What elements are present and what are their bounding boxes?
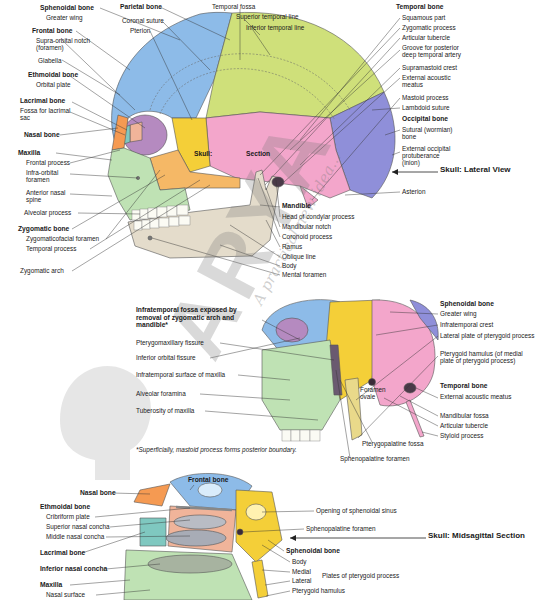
logo-mark	[60, 366, 151, 480]
part-label: Superior temporal line	[236, 13, 326, 20]
bone-label: Maxilla	[40, 581, 100, 589]
part-label: Groove for posterior deep temporal arter…	[402, 44, 472, 58]
bone-label: Maxilla	[18, 149, 78, 157]
part-label: Alveolar process	[24, 209, 84, 216]
part-label: Pterygoid hamulus	[292, 587, 372, 594]
bone-label: Parietal bone	[120, 3, 180, 11]
bone-label: Lacrimal bone	[20, 97, 80, 105]
temporal-lines	[150, 54, 350, 120]
bone-label: Frontal bone	[188, 476, 248, 484]
bone-label: Temporal bone	[440, 382, 530, 390]
part-label: Supramastoid crest	[402, 64, 482, 71]
part-label: Coronal suture	[122, 17, 182, 24]
part-label: Mastoid process	[402, 94, 482, 101]
part-label: Zygomatic arch	[20, 267, 90, 274]
part-label: Lambdoid suture	[402, 104, 482, 111]
bone-label: Temporal bone	[396, 3, 476, 11]
part-label: Foramen ovale	[360, 386, 396, 400]
leader-lines	[70, 485, 314, 596]
part-label: Superior nasal concha	[46, 523, 126, 530]
part-label: Sutural (wormian) bone	[402, 126, 464, 140]
part-label: Sphenopalatine foramen	[306, 525, 416, 532]
bone-label: Sphenoidal bone	[40, 4, 110, 12]
part-label: Greater wing	[440, 310, 535, 317]
infratemporal-skull	[262, 300, 438, 440]
view-heading: Skull: Midsagittal Section	[428, 532, 538, 541]
part-label: Mandibular notch	[282, 223, 372, 230]
part-label: Middle nasal concha	[46, 533, 126, 540]
part-label: External acoustic meatus	[440, 393, 520, 400]
part-label: Ramus	[282, 243, 342, 250]
teeth	[132, 205, 190, 230]
part-label: Lateral plate of pterygoid process	[440, 332, 535, 339]
part-label: Mental foramen	[282, 271, 352, 278]
part-label: External occipital protuberance (inion)	[402, 145, 458, 167]
part-label: Anterior nasal spine	[26, 189, 71, 203]
bone-label: Mandible	[282, 202, 342, 210]
part-label: Opening of sphenoidal sinus	[316, 507, 426, 514]
part-label: Sphenopalatine foramen	[340, 455, 440, 462]
footnote: *Superficially, mastoid process forms po…	[136, 446, 366, 453]
bone-label: Inferior nasal concha	[40, 565, 120, 573]
bone-label: Nasal bone	[80, 489, 140, 497]
part-label: Mandibular fossa	[440, 412, 530, 419]
bone-label: Frontal bone	[32, 27, 92, 35]
part-label: Pterygomaxillary fissure	[136, 339, 236, 346]
arrow-head	[290, 535, 296, 541]
teeth	[282, 430, 320, 441]
bone-label: Infratemporal fossa exposed by removal o…	[136, 306, 261, 329]
bone-label: Nasal bone	[24, 131, 84, 139]
part-label: Oblique line	[282, 253, 342, 260]
part-label: Coronoid process	[282, 233, 372, 240]
bone-label: Ethmoidal bone	[40, 503, 110, 511]
part-label: Asterion	[402, 188, 462, 195]
part-label: Zygomaticofacial foramen	[26, 235, 108, 242]
part-label: Inferior orbital fissure	[136, 354, 236, 361]
bone-label: Zygomatic bone	[18, 225, 88, 233]
part-label: Styloid process	[440, 432, 530, 439]
part-label: Articular tubercle	[402, 34, 482, 41]
bone-label: Lacrimal bone	[40, 549, 110, 557]
part-label: Orbital plate	[36, 81, 91, 88]
part-label: Body	[292, 558, 332, 565]
part-label: Greater wing	[46, 14, 106, 21]
part-label: Frontal process	[26, 159, 86, 166]
part-label: Temporal fossa	[212, 3, 272, 10]
part-label: Squamous part	[402, 14, 482, 21]
part-label: External acoustic meatus	[402, 74, 464, 88]
bone-label: Sphenoidal bone	[440, 300, 535, 308]
part-label: Plates of pterygoid process	[322, 572, 432, 579]
bone-label: Sphenoidal bone	[286, 547, 366, 555]
part-label: Pterygopalatine fossa	[362, 440, 462, 447]
part-label: Infratemporal surface of maxilla	[136, 371, 246, 378]
part-label: Glabella	[38, 57, 88, 64]
part-label: Head of condylar process	[282, 213, 382, 220]
part-label: Cribriform plate	[46, 513, 116, 520]
part-label: Pterion	[130, 27, 170, 34]
part-label: Alveolar foramina	[136, 390, 226, 397]
part-label: Fossa for lacrimal sac	[20, 107, 72, 121]
part-label: Pterygoid hamulus (of medial plate of pt…	[440, 350, 536, 364]
part-label: Body	[282, 262, 342, 269]
view-arrow	[290, 538, 426, 539]
part-label: Temporal process	[26, 245, 96, 252]
view-heading: Skull: Lateral View	[440, 166, 536, 175]
arrow-head	[392, 169, 398, 175]
bone-label: Section	[246, 150, 286, 158]
view-arrow	[392, 172, 438, 173]
part-label: Infratemporal crest	[440, 321, 535, 328]
part-label: Inferior temporal line	[246, 24, 336, 31]
part-label: Tuberosity of maxilla	[136, 407, 226, 414]
bone-label: Skull:	[194, 150, 224, 158]
part-label: Infra-orbital foramen	[26, 169, 71, 183]
part-label: Supra-orbital notch (foramen)	[36, 37, 92, 51]
bone-label: Occipital bone	[402, 115, 482, 123]
part-label: Nasal surface	[46, 591, 116, 598]
bone-label: Ethmoidal bone	[28, 71, 88, 79]
part-label: Articular tubercle	[440, 422, 530, 429]
part-label: Zygomatic process	[402, 24, 482, 31]
